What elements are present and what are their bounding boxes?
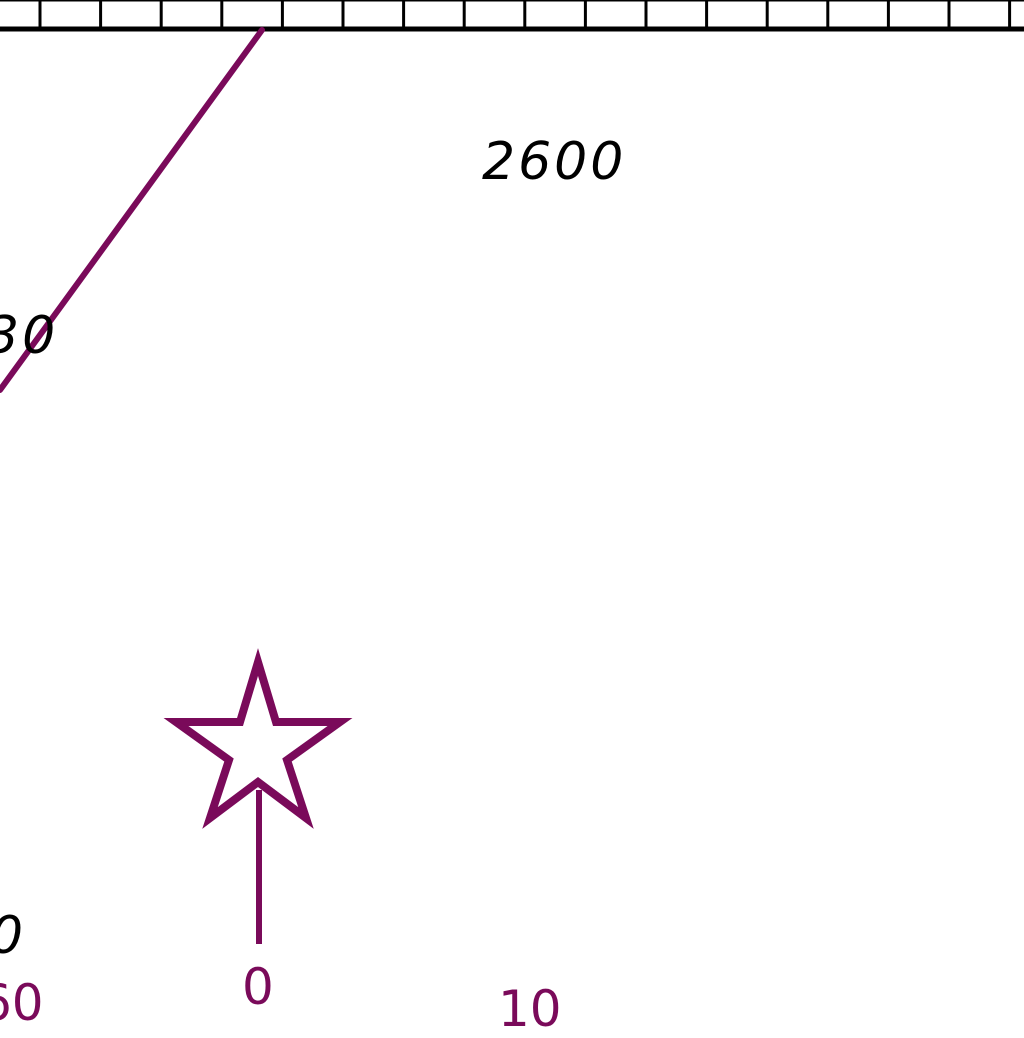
sounding-label-right: 10 — [498, 980, 562, 1038]
star-outline-icon — [163, 648, 353, 829]
scale-bar-ticks — [38, 0, 1012, 28]
depth-label-left-lower: 0 — [0, 910, 26, 962]
contour-line — [0, 27, 265, 393]
depth-label-left-upper: 30 — [0, 306, 59, 366]
sounding-label-center: 0 — [242, 958, 274, 1016]
scale-bar-frame — [0, 0, 1024, 30]
scale-bar — [0, 0, 1024, 32]
sounding-label-left: 60 — [0, 974, 44, 1032]
depth-label-top: 2600 — [482, 132, 627, 192]
